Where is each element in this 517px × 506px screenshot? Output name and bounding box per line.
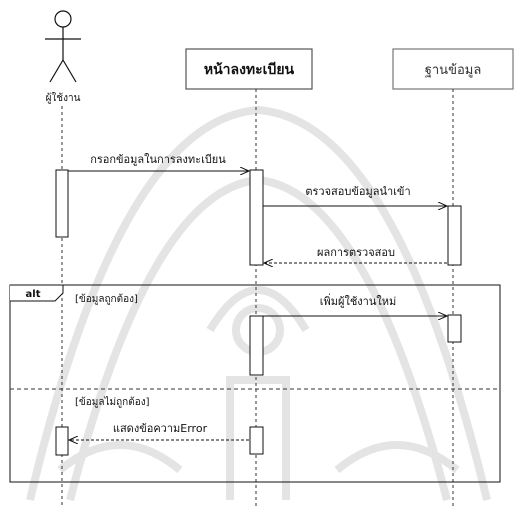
actor-activation-2 xyxy=(56,427,68,455)
stick-figure-icon xyxy=(45,11,81,82)
database-label: ฐานข้อมูล xyxy=(425,63,482,78)
register-activation-2 xyxy=(250,316,263,375)
database-activation-2 xyxy=(448,315,461,342)
actor-activation-1 xyxy=(56,170,68,237)
lifeline-register-page: หน้าลงทะเบียน xyxy=(186,49,312,89)
guard-valid: [ข้อมูลถูกต้อง] xyxy=(75,293,138,305)
guard-invalid: [ข้อมูลไม่ถูกต้อง] xyxy=(75,396,150,408)
register-activation-1 xyxy=(250,170,263,265)
message-label-2: ตรวจสอบข้อมูลนำเข้า xyxy=(305,185,410,198)
lifeline-database: ฐานข้อมูล xyxy=(393,49,513,89)
database-activation-1 xyxy=(448,206,461,265)
alt-operator-label: alt xyxy=(26,289,41,300)
actor-label: ผู้ใช้งาน xyxy=(46,92,81,104)
register-page-label: หน้าลงทะเบียน xyxy=(204,62,295,78)
user-actor: ผู้ใช้งาน xyxy=(45,11,81,104)
activation-bars xyxy=(56,170,461,455)
message-label-1: กรอกข้อมูลในการลงทะเบียน xyxy=(90,153,226,166)
message-label-3: ผลการตรวจสอบ xyxy=(317,246,395,259)
register-activation-3 xyxy=(250,427,263,454)
message-label-4: เพิ่มผู้ใช้งานใหม่ xyxy=(320,293,396,308)
message-show-error: แสดงข้อความError xyxy=(69,422,249,440)
message-label-5: แสดงข้อความError xyxy=(113,422,208,435)
